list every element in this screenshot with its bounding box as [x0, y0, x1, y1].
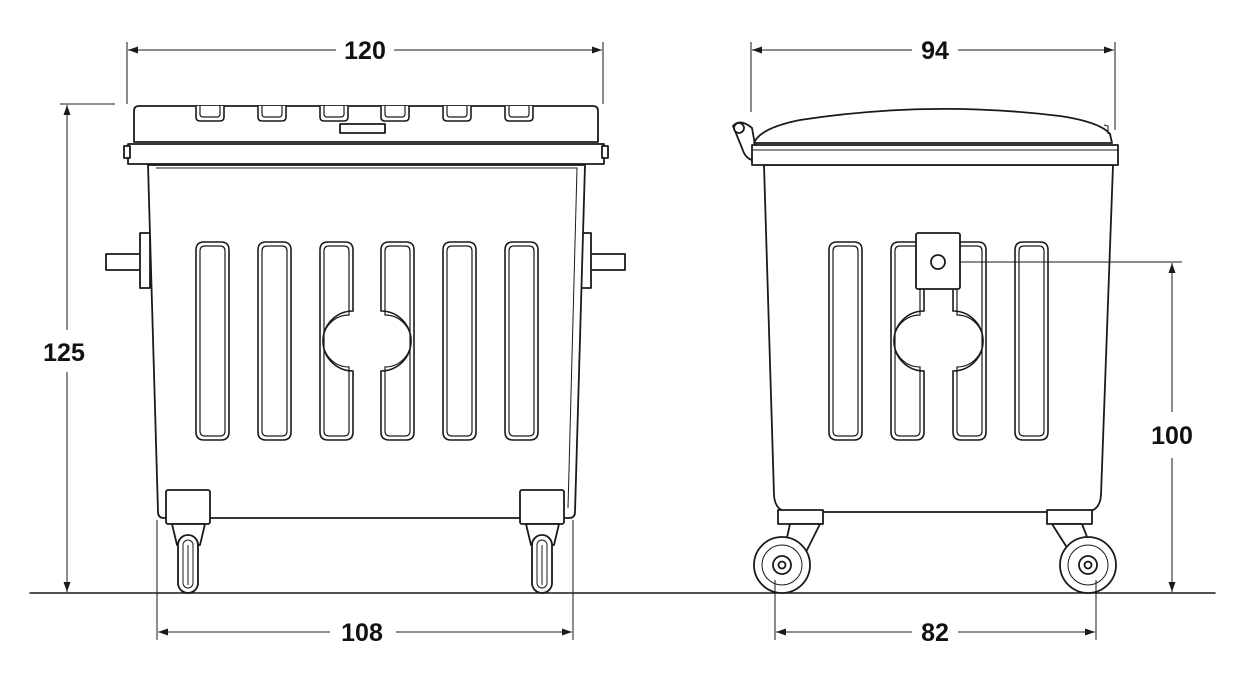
front-view — [105, 105, 626, 594]
front-right-castor — [519, 489, 565, 594]
dim-label-side-wheelbase: 82 — [921, 619, 949, 647]
dim-label-side-width: 94 — [921, 37, 949, 65]
side-view — [732, 108, 1182, 594]
front-slot — [319, 241, 354, 441]
dim-side-pedal-height: 100 — [1151, 263, 1193, 592]
dim-label-side-pedal-height: 100 — [1151, 422, 1193, 450]
side-slot — [1014, 241, 1049, 441]
front-left-castor — [165, 489, 211, 594]
side-slot — [952, 241, 987, 441]
front-slot — [504, 241, 539, 441]
dim-label-front-width: 120 — [344, 37, 386, 65]
front-lid-label-plate — [339, 123, 386, 134]
front-slot — [195, 241, 230, 441]
front-slot — [442, 241, 477, 441]
side-slot — [828, 241, 863, 441]
side-slots — [828, 241, 1049, 441]
dim-label-front-height: 125 — [43, 339, 85, 367]
front-lid-slots — [195, 106, 534, 122]
dim-side-wheelbase: 82 — [774, 580, 1097, 647]
dim-front-height: 125 — [43, 103, 115, 592]
side-right-castor — [1046, 509, 1117, 594]
dim-side-width: 94 — [750, 37, 1116, 130]
side-pedal-pivot — [930, 254, 946, 270]
front-slot — [380, 241, 415, 441]
dim-label-front-wheelbase: 108 — [341, 619, 383, 647]
front-slot — [257, 241, 292, 441]
dim-front-width: 120 — [126, 37, 604, 104]
side-left-castor — [753, 509, 824, 594]
side-lid — [753, 108, 1113, 144]
front-lid-rim — [127, 143, 605, 165]
side-body — [763, 164, 1114, 513]
side-lid-rim — [751, 144, 1119, 166]
front-slots — [195, 241, 539, 441]
dim-front-wheelbase: 108 — [156, 520, 574, 647]
